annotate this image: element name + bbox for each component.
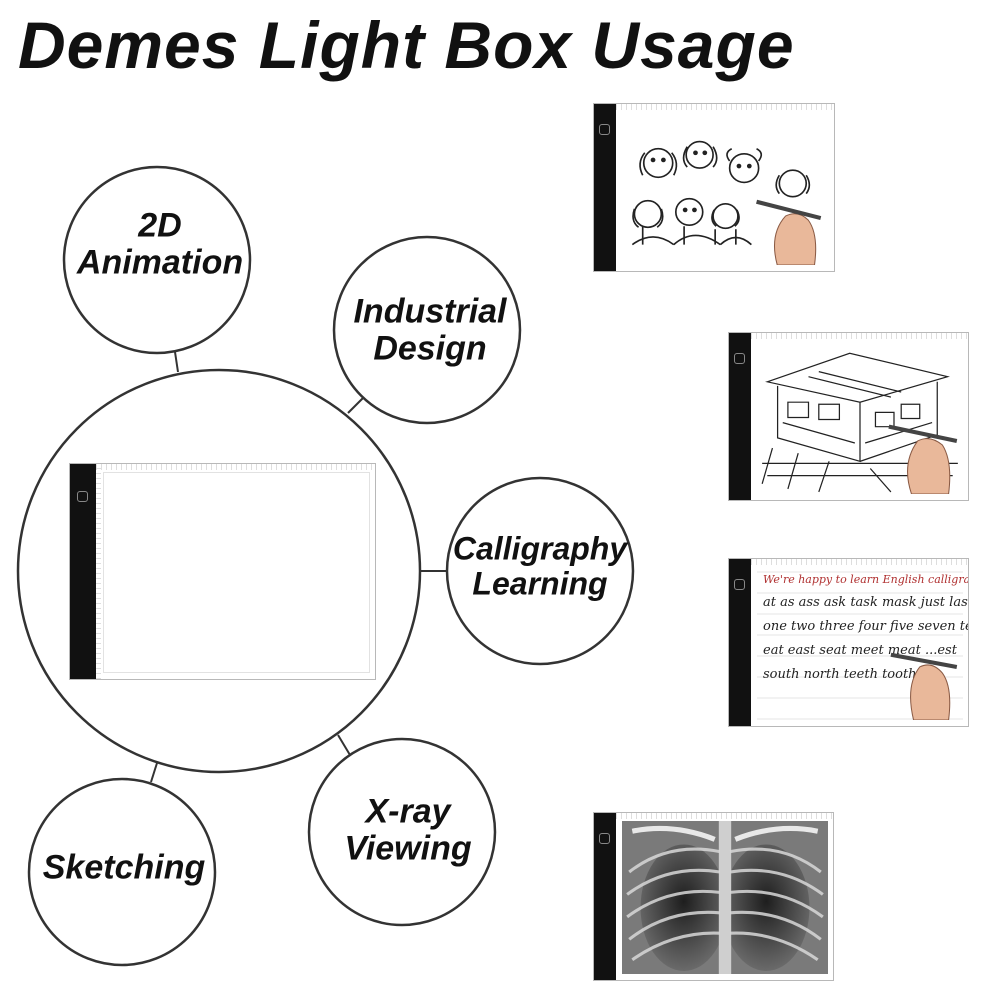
calligraphy-line: one two three four five seven ten <box>763 619 969 634</box>
chest-xray-image <box>622 821 828 974</box>
label-calligraphy: Calligraphy Learning <box>452 530 628 601</box>
example-animation-panel <box>593 103 835 272</box>
calligraphy-line: eat east seat meet meat ...est <box>763 643 957 658</box>
circle-xray <box>307 737 497 927</box>
connector-sketching <box>150 762 158 783</box>
cartoon-dogs-drawing <box>622 112 829 265</box>
example-xray-panel <box>593 812 834 981</box>
calligraphy-header: We're happy to learn English calligraphy… <box>763 573 969 586</box>
calligraphy-line: at as ass ask task mask just last <box>763 595 969 610</box>
power-button-icon <box>734 579 745 590</box>
page-title: Demes Light Box Usage <box>18 8 795 82</box>
power-button-icon <box>599 833 610 844</box>
label-animation: 2D Animation <box>76 206 244 281</box>
connector-industrial <box>347 397 364 414</box>
device-strip <box>70 464 96 679</box>
connector-xray <box>337 734 351 756</box>
label-industrial: Industrial Design <box>353 292 507 367</box>
connector-animation <box>174 351 179 373</box>
power-button-icon <box>77 491 88 502</box>
power-button-icon <box>599 124 610 135</box>
example-industrial-panel <box>728 332 969 501</box>
light-box-device <box>69 463 376 680</box>
power-button-icon <box>734 353 745 364</box>
house-perspective-drawing <box>757 341 963 494</box>
calligraphy-line: south north teeth tooth t... <box>763 667 939 682</box>
hand-with-pen-icon <box>890 652 958 720</box>
light-panel-surface <box>103 472 370 673</box>
circle-industrial <box>332 235 522 425</box>
label-xray: X-ray Viewing <box>344 792 472 867</box>
hand-with-pen-icon <box>756 199 822 265</box>
circle-animation <box>62 165 252 355</box>
label-sketching: Sketching <box>42 848 206 887</box>
circle-calligraphy <box>445 476 635 666</box>
hand-with-pen-icon <box>888 424 958 494</box>
example-calligraphy-panel: We're happy to learn English calligraphy… <box>728 558 969 727</box>
circle-sketching <box>27 777 217 967</box>
calligraphy-sheet: We're happy to learn English calligraphy… <box>757 567 968 720</box>
